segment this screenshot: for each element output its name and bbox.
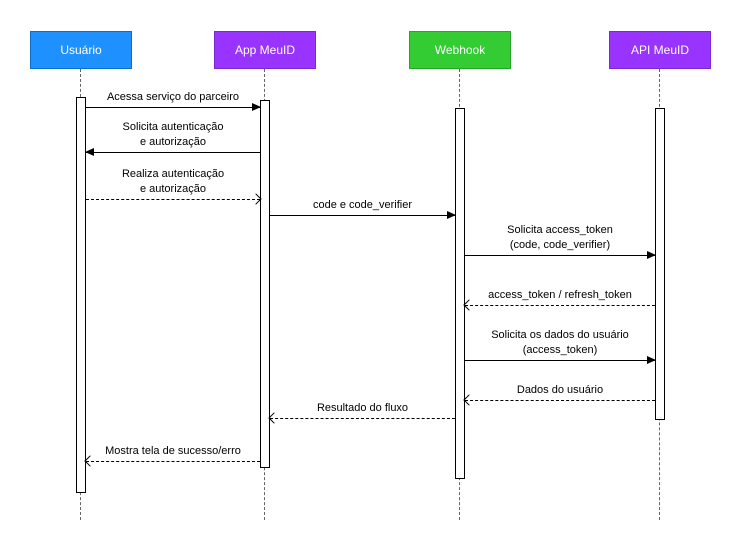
activation-app-meuid: [260, 100, 270, 468]
message-line: [270, 418, 455, 419]
actor-usuario: Usuário: [30, 31, 132, 69]
arrowhead-right-icon: [647, 356, 656, 364]
message-line: [465, 305, 655, 306]
message-label: Resultado do fluxo: [316, 401, 409, 414]
message-line: [270, 215, 455, 216]
message-label: Mostra tela de sucesso/erro: [105, 444, 241, 457]
message-label: Realiza autenticação e autorização: [121, 168, 225, 195]
message-line: [86, 461, 260, 462]
message-label: Dados do usuário: [516, 383, 604, 396]
actor-webhook: Webhook: [409, 31, 511, 69]
message-label: Solicita autenticação e autorização: [122, 121, 224, 148]
message-line: [86, 152, 260, 153]
actor-api-meuid: API MeuID: [609, 31, 711, 69]
message-line: [86, 107, 260, 108]
arrowhead-right-icon: [447, 211, 456, 219]
arrowhead-right-icon: [252, 103, 261, 111]
activation-webhook: [455, 108, 465, 479]
message-label: code e code_verifier: [312, 198, 413, 211]
message-label: Solicita os dados do usuário (access_tok…: [491, 329, 629, 356]
activation-api-meuid: [655, 108, 665, 420]
arrowhead-left-icon: [85, 148, 94, 156]
message-line: [465, 360, 655, 361]
message-line: [86, 199, 260, 200]
message-label: Solicita access_token (code, code_verifi…: [507, 224, 613, 251]
message-label: access_token / refresh_token: [488, 288, 632, 301]
activation-usuario: [76, 97, 86, 493]
actor-app-meuid: App MeuID: [214, 31, 316, 69]
message-line: [465, 400, 655, 401]
arrowhead-right-icon: [647, 251, 656, 259]
message-line: [465, 255, 655, 256]
message-label: Acessa serviço do parceiro: [106, 90, 240, 103]
